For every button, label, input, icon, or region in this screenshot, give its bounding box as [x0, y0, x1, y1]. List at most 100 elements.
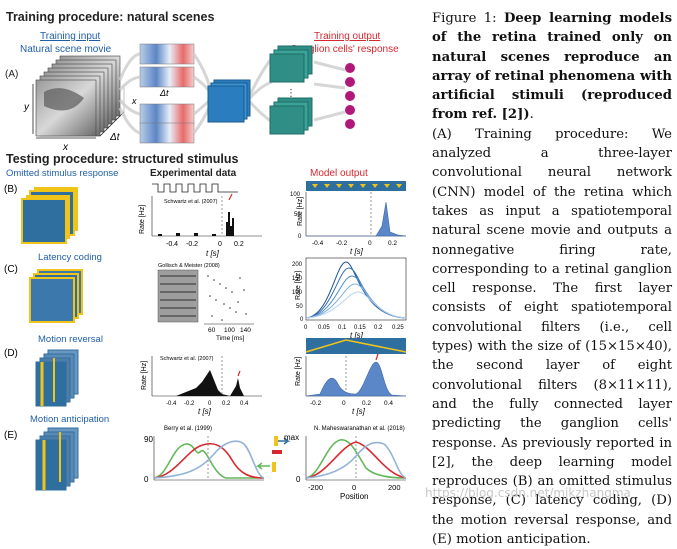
- d-exp-tick-4: 0.4: [240, 401, 249, 407]
- figure-panel: Training procedure: natural scenes Train…: [4, 10, 407, 501]
- c-exp-tick-2: 140: [240, 327, 251, 334]
- panel-b-label: (B): [4, 184, 17, 195]
- b-exp-tick-0: -0.4: [166, 241, 178, 248]
- e-direction-arrows: [255, 436, 291, 472]
- b-exp-tick-2: 0: [218, 241, 222, 248]
- x-axis-label: x: [62, 142, 69, 153]
- cnn-layer-2: ⋮: [269, 45, 313, 135]
- d-exp-tick-2: 0: [208, 401, 212, 407]
- d-mod-tick-2: 0.2: [362, 400, 371, 407]
- b-exp-ylabel: Rate [Hz]: [139, 205, 146, 234]
- c-mod-ytick-3: 150: [292, 276, 303, 282]
- ganglion-label: Ganglion cells' response: [290, 44, 399, 55]
- b-mod-tick-2: 0: [368, 240, 372, 247]
- e-model-plot: N. Maheswaranathan et al. (2018) max 0 -…: [284, 426, 407, 501]
- e-mod-tick-0: -200: [308, 483, 323, 492]
- d-exp-tick-1: -0.2: [184, 401, 195, 407]
- model-output-label: Model output: [310, 168, 368, 179]
- c-model-plot: Rate [Hz] 0 50 100 150 200 0 0.05 0.1 0.…: [292, 257, 407, 340]
- c-mod-tick-4: 0.2: [374, 325, 383, 331]
- ganglion-neurons: [345, 63, 355, 129]
- y-axis-label: y: [23, 102, 30, 113]
- d-experimental-plot: Schwartz et al. (2007) Rate [Hz] -0.4 -0…: [141, 356, 262, 416]
- b-model-plot: Rate [Hz] 0 50 100 -0.4 -0.2 0 0.2 t [s]: [290, 181, 407, 256]
- d-mod-xlabel: t [s]: [352, 407, 366, 416]
- c-mod-tick-5: 0.25: [392, 325, 404, 331]
- e-mod-xlabel: Position: [340, 492, 368, 501]
- omitted-label: Omitted stimulus response: [6, 168, 118, 179]
- figure-caption: Figure 1: Deep learning models of the re…: [432, 9, 672, 549]
- b-ref: Schwartz et al. (2007): [164, 199, 218, 205]
- d-mod-tick-0: -0.2: [310, 400, 322, 407]
- c-mod-xlabel: t [s]: [350, 331, 364, 340]
- filter-x-label: x: [131, 96, 137, 106]
- svg-text:⋮: ⋮: [286, 88, 296, 99]
- d-model-plot: Rate [Hz] -0.2 0 0.2 0.4 t [s]: [295, 338, 407, 416]
- c-mod-ytick-1: 50: [296, 304, 303, 310]
- connection-lines: [118, 52, 346, 135]
- d-exp-xlabel: t [s]: [198, 407, 212, 416]
- natural-scene-label: Natural scene movie: [20, 44, 112, 55]
- movie-stack: [35, 55, 121, 137]
- d-mod-tick-3: 0.4: [384, 400, 393, 407]
- b-mod-ytick-2: 100: [290, 192, 301, 198]
- c-exp-tick-0: 60: [208, 327, 216, 334]
- b-exp-xlabel: t [s]: [206, 249, 220, 258]
- e-mod-tick-2: 200: [388, 483, 401, 492]
- e-mod-ref: N. Maheswaranathan et al. (2018): [314, 426, 405, 432]
- b-experimental-plot: Schwartz et al. (2007) Rate [Hz] -0.4 -0…: [139, 183, 262, 258]
- c-mod-tick-3: 0.15: [354, 325, 366, 331]
- stimulus-c: [29, 269, 83, 323]
- c-mod-ytick-2: 100: [292, 290, 303, 296]
- latency-label: Latency coding: [38, 252, 102, 263]
- d-exp-tick-0: -0.4: [166, 401, 177, 407]
- c-ref: Gollisch & Meister (2008): [158, 263, 220, 269]
- testing-title: Testing procedure: structured stimulus: [6, 152, 238, 166]
- cnn-layer-1: [207, 79, 251, 123]
- c-experimental-plot: Gollisch & Meister (2008) 60 100 140 Tim…: [157, 263, 254, 342]
- d-mod-ylabel: Rate [Hz]: [295, 357, 302, 386]
- c-exp-xlabel: Time [ms]: [216, 335, 244, 342]
- c-mod-tick-1: 0.05: [318, 325, 330, 331]
- panel-c-label: (C): [4, 264, 18, 275]
- c-mod-tick-2: 0.1: [338, 325, 347, 331]
- b-mod-tick-1: -0.2: [336, 240, 348, 247]
- motion-ant-label: Motion anticipation: [30, 414, 109, 425]
- watermark: https://blog.csdn.net/mjkzhangma: [425, 486, 631, 500]
- c-mod-ylabel: Rate [Hz]: [295, 271, 302, 300]
- b-mod-ytick-1: 50: [294, 212, 301, 218]
- e-mod-tick-1: 0: [352, 483, 356, 492]
- stimulus-e: [35, 427, 79, 491]
- caption-tail: .: [529, 107, 534, 123]
- d-exp-ylabel: Rate [Hz]: [141, 361, 148, 390]
- c-mod-ytick-4: 200: [292, 262, 303, 268]
- panel-d-label: (D): [4, 348, 18, 359]
- e-mod-0-label: 0: [296, 475, 301, 484]
- caption-body: (A) Training procedure: We analyzed a th…: [432, 126, 672, 548]
- b-exp-tick-1: -0.2: [186, 241, 198, 248]
- caption-bold: Deep learning models of the retina train…: [432, 11, 672, 123]
- e-90-label: 90: [144, 435, 153, 444]
- e-max-label: max: [284, 433, 299, 442]
- training-output-label: Training output: [314, 31, 381, 42]
- stimulus-d: [35, 349, 79, 407]
- caption-lead: Figure 1:: [432, 11, 504, 26]
- e-ref: Berry et al. (1999): [164, 426, 212, 432]
- dt-axis-label: Δt: [109, 132, 121, 143]
- c-mod-ytick-0: 0: [300, 317, 304, 323]
- motion-rev-label: Motion reversal: [38, 334, 103, 345]
- c-exp-tick-1: 100: [224, 327, 235, 334]
- training-input-label: Training input: [40, 31, 100, 42]
- panel-a-label: (A): [5, 69, 18, 80]
- e-0-label: 0: [144, 475, 149, 484]
- d-mod-tick-1: 0: [342, 400, 346, 407]
- b-mod-tick-3: 0.2: [388, 240, 397, 247]
- b-mod-ytick-0: 0: [298, 234, 302, 240]
- filter-dt-label: Δt: [159, 88, 169, 98]
- training-title: Training procedure: natural scenes: [6, 10, 214, 24]
- experimental-label: Experimental data: [150, 168, 237, 179]
- d-exp-tick-3: 0.2: [222, 401, 231, 407]
- b-exp-tick-3: 0.2: [234, 241, 244, 248]
- b-mod-xlabel: t [s]: [350, 247, 364, 256]
- c-mod-tick-0: 0: [304, 325, 308, 331]
